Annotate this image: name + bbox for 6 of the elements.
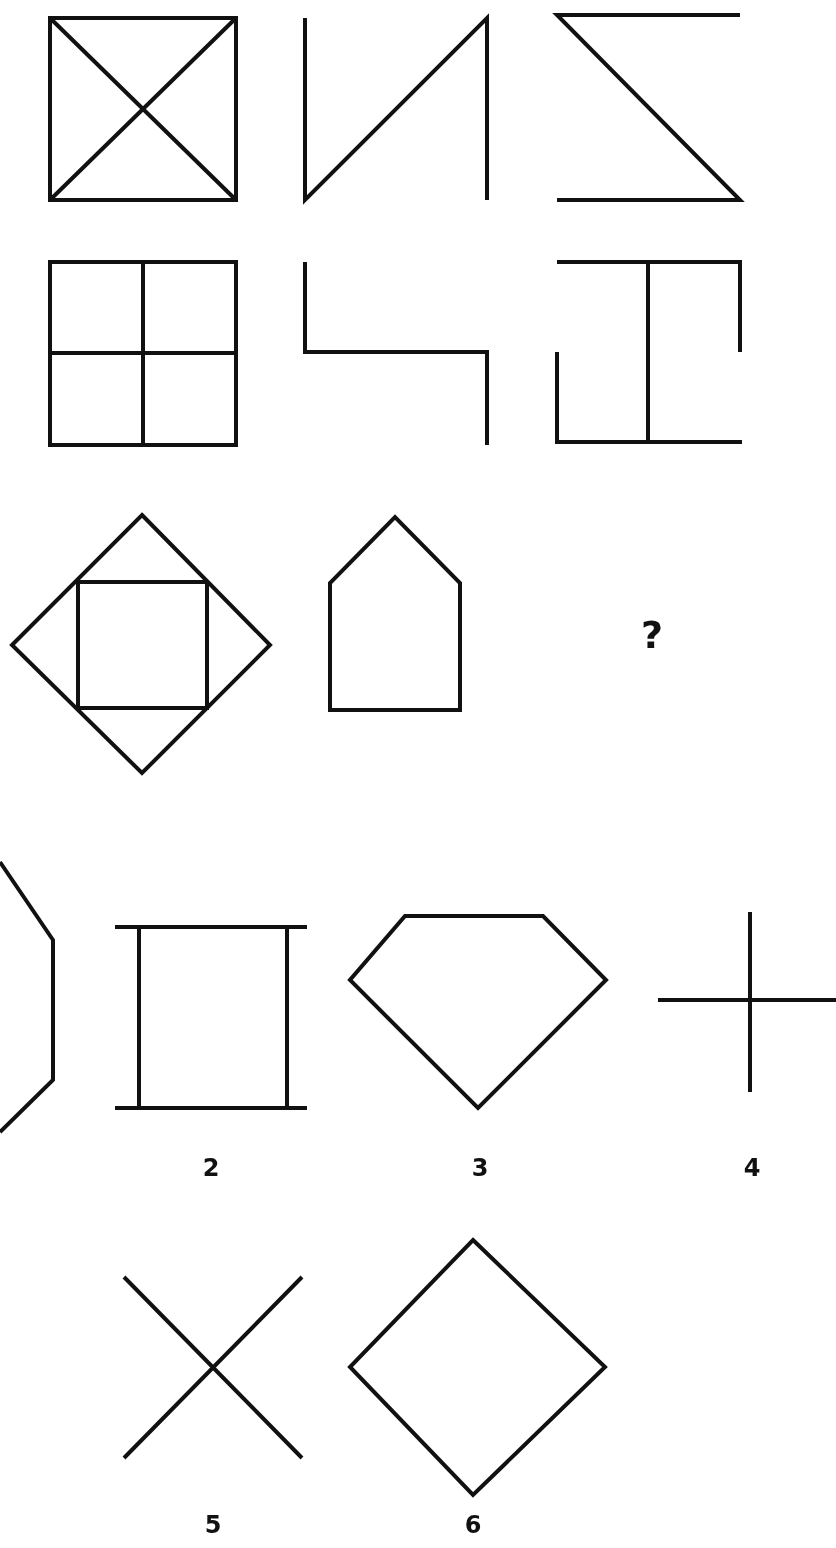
answer-number: 6 [464,1513,482,1537]
question-mark: ? [641,616,663,654]
answer-number: 3 [471,1156,489,1180]
answer-number: 4 [743,1156,761,1180]
answer-number: 5 [204,1513,222,1537]
answer-number: 2 [202,1156,220,1180]
